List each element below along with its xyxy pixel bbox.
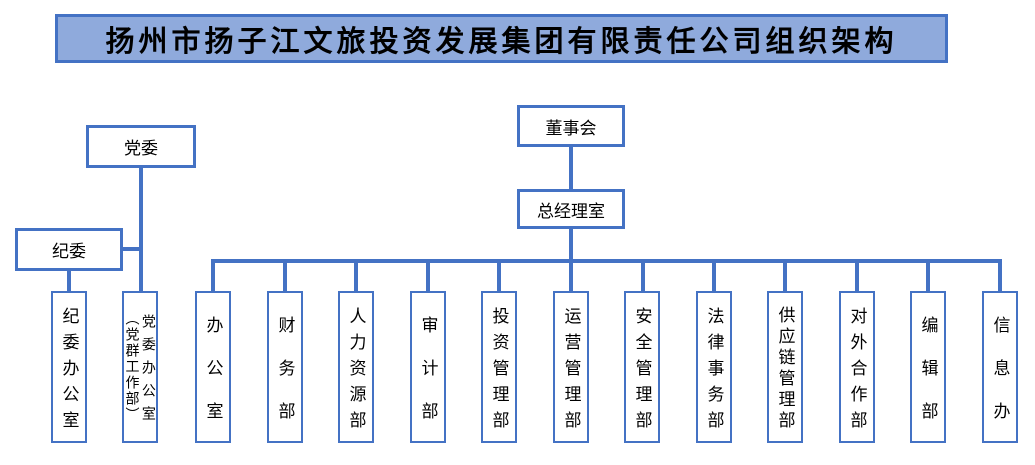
node-board-of-directors: 董事会 [517,105,625,147]
connector-drop [354,261,358,291]
dept-legal-affairs: 法律事务部 [696,291,732,443]
dept-general-office: 办公室 [195,291,231,445]
connector-board-to-gm [569,146,573,190]
connector-drop [426,261,430,291]
node-party-label: 党委 [124,139,158,158]
dept-information-office: 信息办 [982,291,1018,445]
node-board-label: 董事会 [545,118,597,138]
connector-discipline-drop [67,269,71,291]
dept-operations-management: 运营管理部 [553,291,589,443]
connector-drop [998,261,1002,291]
dept-external-cooperation: 对外合作部 [839,291,875,443]
dept-investment-management: 投资管理部 [481,291,517,443]
connector-drop [783,261,787,291]
chart-title: 扬州市扬子江文旅投资发展集团有限责任公司组织架构 [55,14,948,63]
node-gm-office: 总经理室 [517,189,625,229]
connector-drop [497,261,501,291]
dept-audit: 审计部 [410,291,446,445]
connector-party-vertical [139,167,143,291]
dept-finance: 财务部 [267,291,303,445]
node-gm-label: 总经理室 [537,201,605,221]
dept-supply-chain: 供应链管理部 [767,291,803,443]
connector-drop [283,261,287,291]
connector-drop [641,261,645,291]
dept-human-resources: 人力资源部 [338,291,374,443]
dept-party-office-label: 党委办公室 [140,314,157,429]
dept-party-office-sublabel: （党群工作部） [124,311,141,423]
connector-discipline-stub [121,247,143,251]
node-discipline-committee: 纪委 [15,228,123,271]
connector-drop [855,261,859,291]
dept-safety-management: 安全管理部 [624,291,660,443]
node-discipline-label: 纪委 [52,242,86,261]
dept-discipline-office: 纪委办公室 [51,291,87,443]
connector-drop [211,261,215,291]
dept-party-office: （党群工作部） 党委办公室 [122,291,158,443]
connector-drop [926,261,930,291]
dept-editorial: 编辑部 [910,291,946,445]
node-party-committee: 党委 [86,125,196,168]
connector-bus [211,259,1002,263]
connector-drop [712,261,716,291]
